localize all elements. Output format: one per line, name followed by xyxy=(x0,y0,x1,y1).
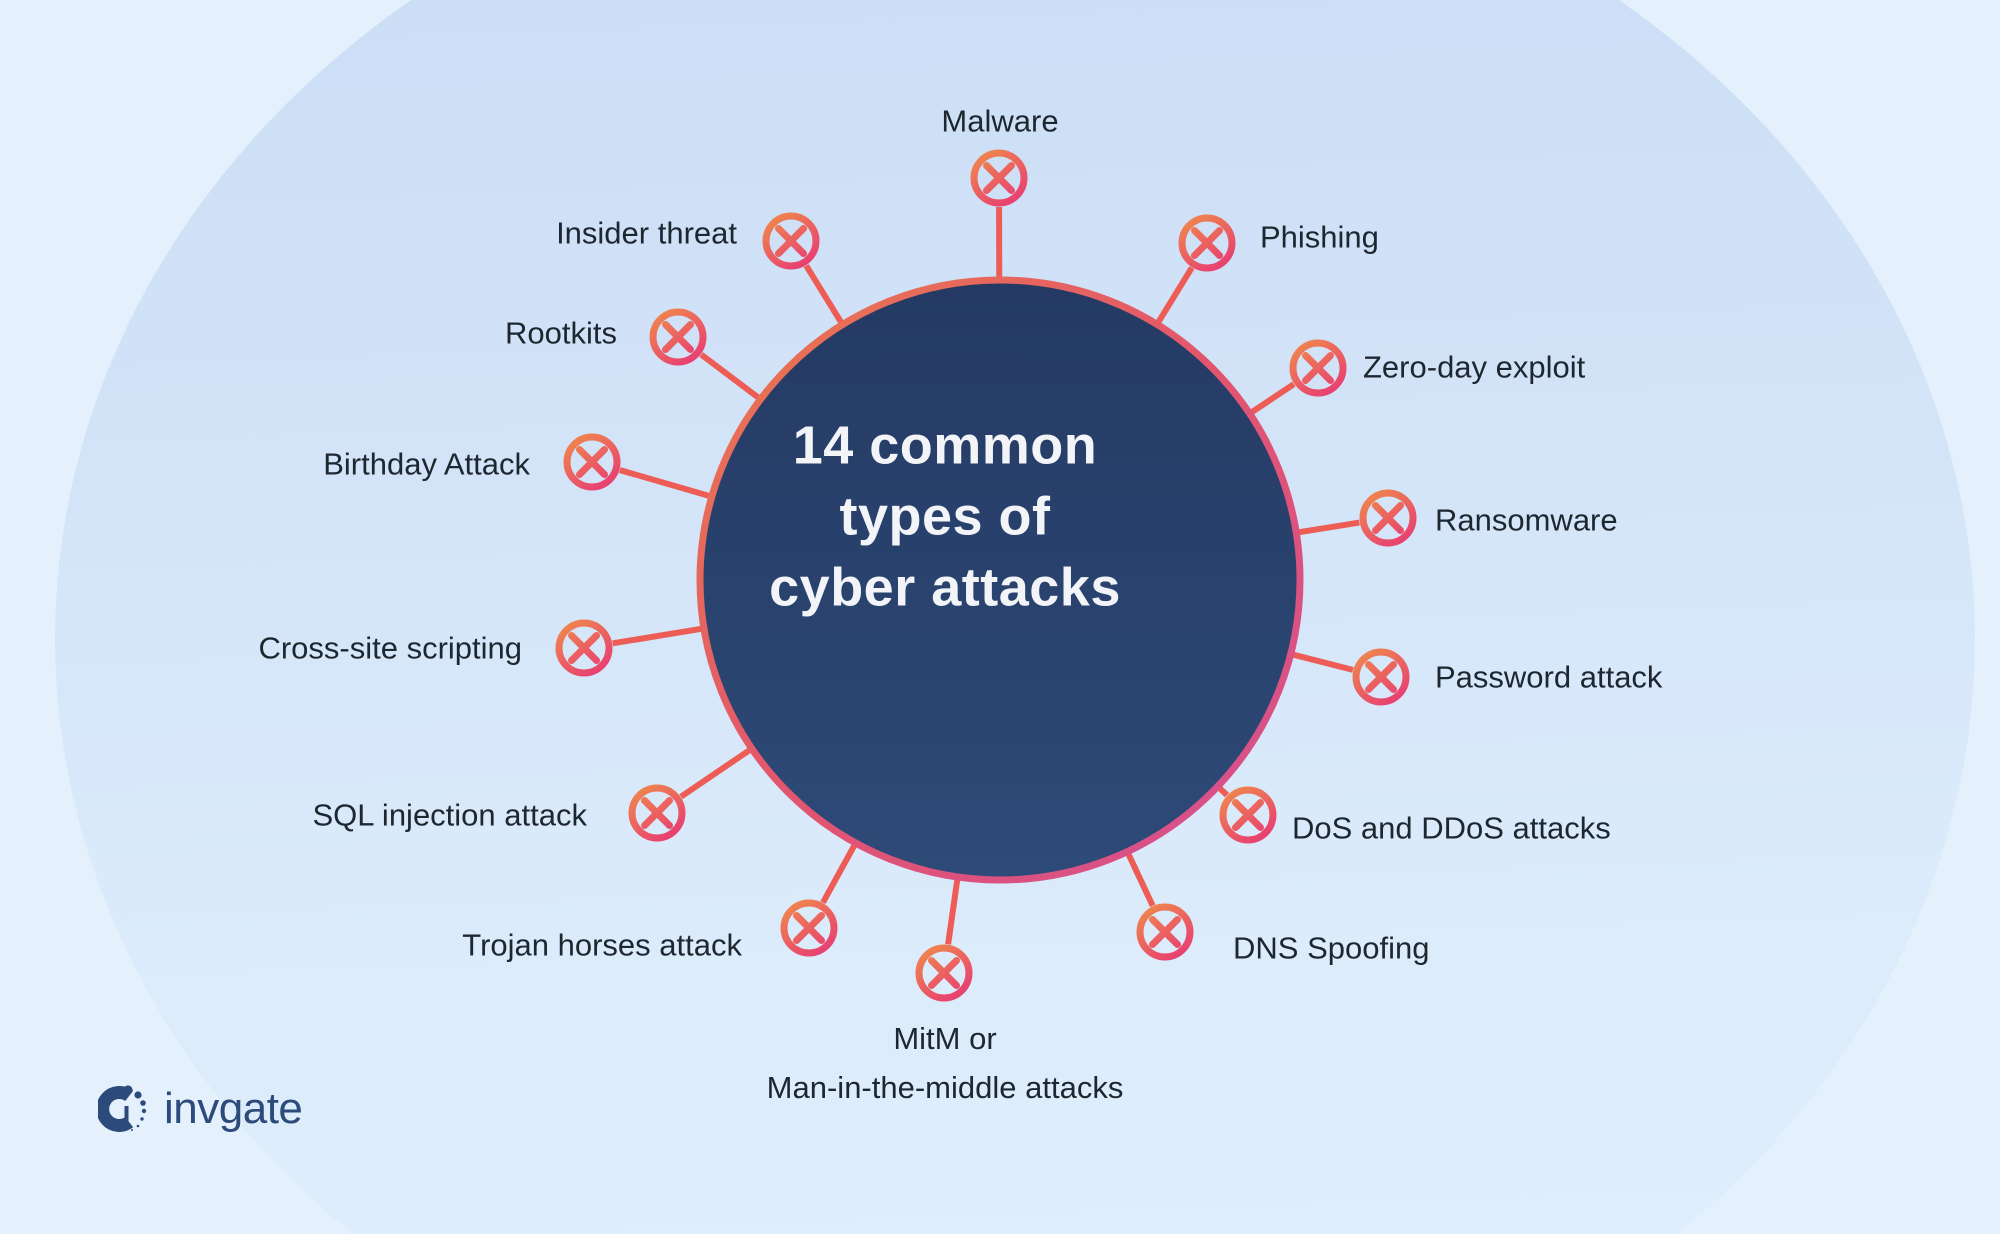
x-circle-icon xyxy=(1359,489,1417,547)
x-circle-icon xyxy=(649,308,707,366)
attack-label: Rootkits xyxy=(505,315,617,351)
x-circle-icon xyxy=(555,619,613,677)
attack-label: Birthday Attack xyxy=(323,446,530,482)
x-circle-icon xyxy=(780,899,838,957)
invgate-logo-text: invgate xyxy=(164,1084,303,1133)
x-circle-icon xyxy=(1178,214,1236,272)
x-circle-icon xyxy=(1136,903,1194,961)
x-circle-icon xyxy=(1352,648,1410,706)
attack-label: Malware xyxy=(941,103,1059,139)
attack-label: SQL injection attack xyxy=(312,797,587,833)
x-circle-icon xyxy=(1219,786,1277,844)
title-line-1: 14 common xyxy=(792,415,1098,476)
x-circle-icon xyxy=(563,433,621,491)
attack-label: Insider threat xyxy=(556,215,737,251)
invgate-logo-icon xyxy=(98,1085,147,1132)
x-circle-icon xyxy=(915,944,973,1002)
title-line-3: cyber attacks xyxy=(769,557,1121,618)
attack-label: Cross-site scripting xyxy=(258,630,522,666)
attack-label: Phishing xyxy=(1260,219,1379,255)
x-circle-icon xyxy=(970,149,1028,207)
attack-label: Zero-day exploit xyxy=(1363,349,1586,385)
attack-icons xyxy=(555,149,1417,1002)
attack-label: Ransomware xyxy=(1435,502,1618,538)
invgate-logo: invgate xyxy=(98,1082,303,1136)
title-line-2: types of xyxy=(839,486,1051,547)
attack-label: Password attack xyxy=(1435,659,1663,695)
central-title: 14 common types of cyber attacks xyxy=(769,411,1121,624)
x-circle-icon xyxy=(1289,339,1347,397)
x-circle-icon xyxy=(762,212,820,270)
attack-label: DNS Spoofing xyxy=(1233,930,1430,966)
central-circle xyxy=(696,276,1304,884)
x-circle-icon xyxy=(628,784,686,842)
attack-label: Trojan horses attack xyxy=(462,927,742,963)
attack-label: DoS and DDoS attacks xyxy=(1292,810,1611,846)
